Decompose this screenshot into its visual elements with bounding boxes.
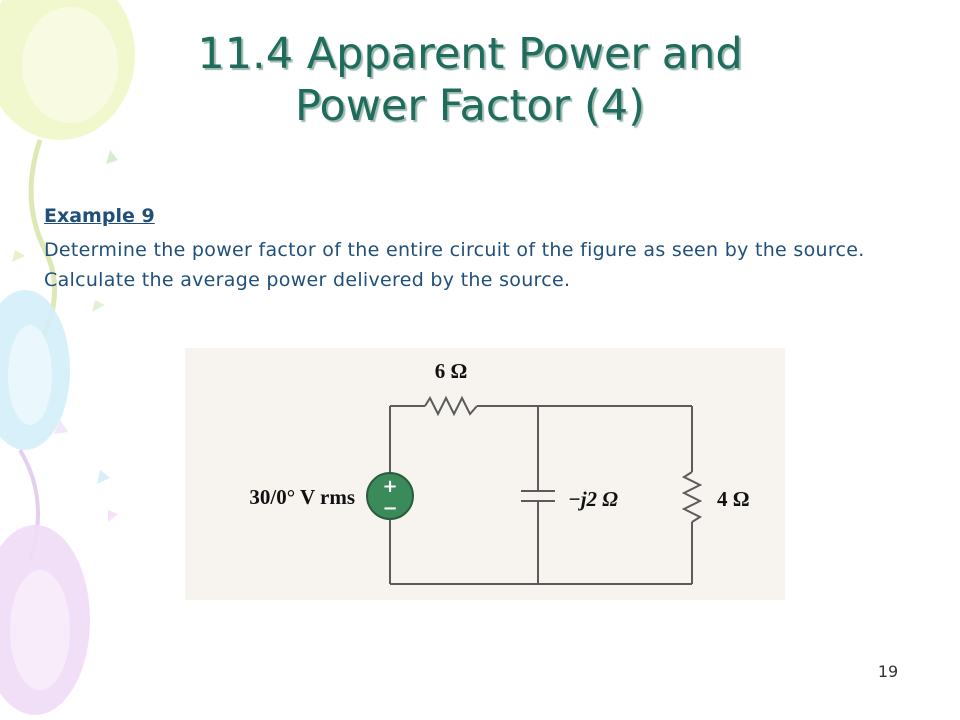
balloon-yellow-inner	[22, 7, 118, 123]
slide-title-line-2: Power Factor (4)	[295, 81, 645, 131]
confetti-1	[106, 150, 118, 164]
source-plus: +	[382, 476, 397, 497]
resistor-6-ohm	[424, 395, 478, 417]
resistor-4-ohm	[681, 471, 703, 523]
example-heading: Example 9	[44, 205, 155, 227]
confetti-2	[12, 250, 25, 262]
confetti-4	[54, 420, 68, 434]
source-label: 30/0° V rms	[249, 485, 355, 509]
figure-background	[185, 348, 785, 600]
balloon-blue-inner	[8, 325, 52, 425]
voltage-source	[366, 472, 414, 520]
problem-statement: Determine the power factor of the entire…	[44, 239, 865, 291]
resistor-4-ohm-label: 4 Ω	[717, 487, 750, 511]
confetti-3	[97, 470, 110, 484]
circuit-diagram: + − 30/0° V rms 6 Ω −j2 Ω 4 Ω	[185, 348, 785, 600]
capacitor-label: −j2 Ω	[568, 487, 618, 511]
page-number: 19	[877, 662, 899, 681]
resistor-6-ohm-label: 6 Ω	[435, 359, 468, 383]
confetti-5	[108, 510, 118, 522]
slide-title: 11.4 Apparent Power and Power Factor (4)	[60, 28, 880, 132]
balloon-purple-inner	[10, 570, 70, 690]
slide-title-line-1: 11.4 Apparent Power and	[197, 29, 743, 79]
confetti-6	[92, 300, 105, 312]
source-minus: −	[382, 498, 397, 519]
